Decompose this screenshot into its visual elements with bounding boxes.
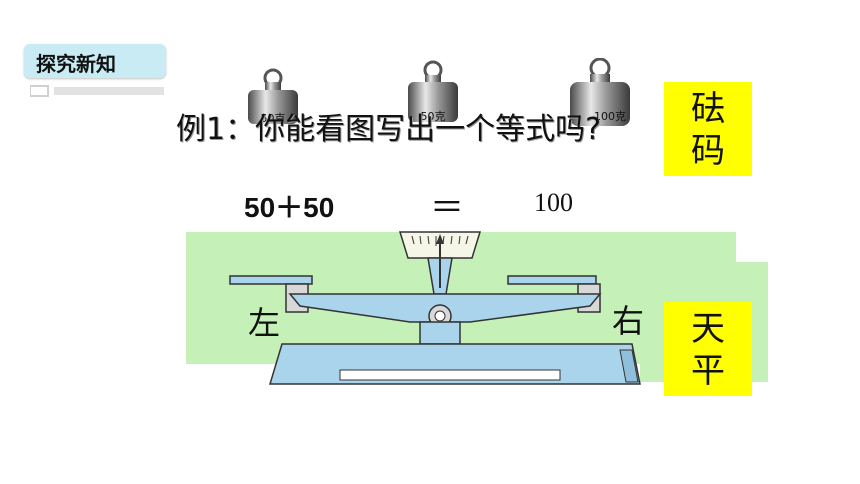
- right-side-label: 右: [612, 302, 645, 340]
- balance-label-box: 天平: [664, 302, 752, 396]
- section-tag-text: 探究新知: [36, 52, 116, 76]
- balance-scale: [229, 231, 641, 385]
- weight-50g-b: [408, 60, 458, 122]
- weight-50g-a: [248, 68, 298, 124]
- equation-equals: ＝: [430, 189, 464, 227]
- equation-left: 50＋50: [244, 192, 335, 223]
- weight-100g: [570, 58, 630, 126]
- weight-label-2: 50克: [420, 110, 446, 123]
- weight-label-3: 100克: [594, 110, 626, 123]
- weight-label-1: 50克: [260, 112, 286, 125]
- watermark-logo: [29, 84, 170, 101]
- example-question: 例1：你能看图写出一个等式吗?: [176, 112, 602, 147]
- weights-label-text: 砝码: [691, 89, 725, 171]
- weights-label-box: 砝码: [664, 82, 752, 176]
- equation-right: 100: [534, 188, 573, 217]
- watermark-logo-icon: [29, 85, 164, 97]
- balance-label-text: 天平: [691, 309, 725, 391]
- weights-illustration: [248, 58, 630, 126]
- section-tag: 探究新知: [24, 44, 166, 78]
- left-side-label: 左: [248, 304, 281, 342]
